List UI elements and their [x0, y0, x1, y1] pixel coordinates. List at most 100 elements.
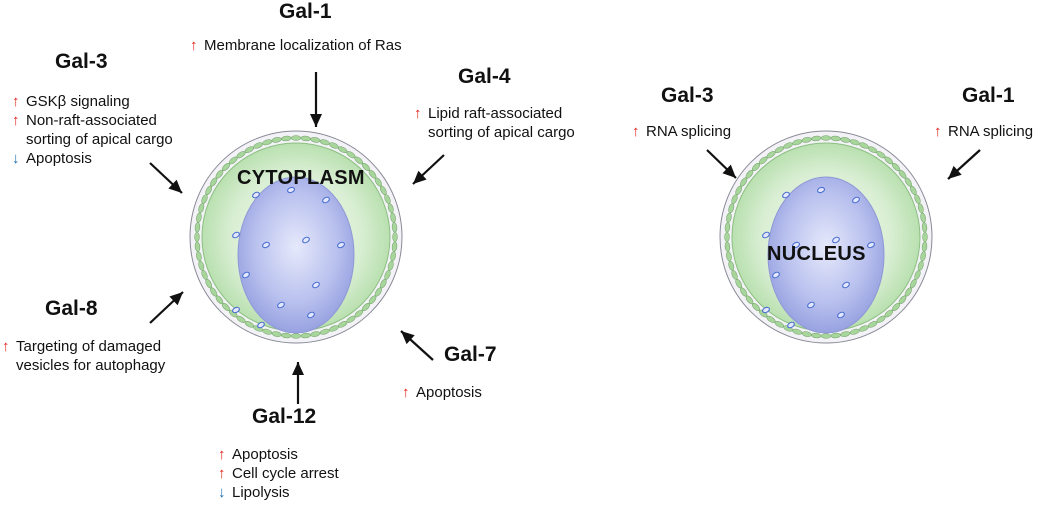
nucleus-cell — [719, 130, 933, 344]
gal3-label: Gal-3 — [55, 50, 108, 73]
arrowhead-icon — [168, 179, 182, 193]
nuclear-pore — [262, 241, 270, 249]
effect-row: ↑RNA splicing — [934, 122, 1033, 141]
nuclear-pore — [257, 321, 265, 329]
effect-text: Apoptosis — [26, 150, 92, 167]
gal4-label: Gal-4 — [458, 65, 511, 88]
effect-text: Targeting of damaged vesicles for autoph… — [16, 338, 166, 374]
effect-row: ↑ Apoptosis — [218, 445, 339, 464]
nuclear-pore — [842, 281, 850, 289]
arrowhead-icon — [169, 292, 183, 306]
effect-row: ↑ Targeting of damaged vesicles for autop… — [2, 337, 165, 375]
effect-text: GSKβ signaling — [26, 93, 130, 110]
nuclear-pore — [337, 241, 345, 249]
effect-text: Membrane localization of Ras — [204, 37, 402, 54]
nuclear-pore — [762, 231, 770, 239]
effect-text: Non-raft-associated sorting of apical ca… — [26, 112, 173, 148]
cytoplasm-label: CYTOPLASM — [237, 167, 365, 189]
arrowhead-icon — [292, 362, 304, 375]
nuclear-pore — [286, 186, 296, 194]
gal4-effects: ↑ Lipid raft-associated sorting of apical… — [414, 104, 575, 142]
nuclear-pore — [772, 271, 780, 279]
nuclear-pore — [232, 306, 240, 314]
effect-row: ↑ Non-raft-associated sorting of apical c… — [12, 111, 173, 149]
decrease-arrow-icon: ↓ — [12, 150, 20, 167]
arrowhead-icon — [948, 165, 962, 179]
lipid-bilayer-unit — [820, 135, 832, 141]
lipid-bilayer-unit — [391, 222, 398, 233]
effect-row: ↓ Apoptosis — [12, 149, 173, 168]
nucleus-gal1-effects: ↑RNA splicing — [934, 122, 1033, 141]
gal1-label: Gal-1 — [279, 0, 332, 23]
effect-text: Apoptosis — [232, 446, 298, 463]
gal8-effects: ↑ Targeting of damaged vesicles for autop… — [2, 337, 165, 375]
effect-text: RNA splicing — [646, 123, 732, 140]
nuclear-pore — [787, 321, 795, 329]
nuclear-pore — [837, 311, 845, 319]
lipid-bilayer-unit — [392, 231, 398, 243]
decrease-arrow-icon: ↓ — [218, 484, 226, 501]
nuclear-pore — [242, 271, 250, 279]
increase-arrow-icon: ↑ — [632, 123, 640, 140]
arrowhead-icon — [413, 170, 427, 184]
lipid-bilayer-unit — [194, 231, 200, 243]
nuclear-pore — [807, 301, 815, 309]
nucleus-gal3-effects: ↑ RNA splicing — [632, 122, 731, 141]
effect-row: ↓ Lipolysis — [218, 483, 339, 502]
arrowhead-icon — [401, 331, 415, 345]
lipid-bilayer-unit — [820, 333, 832, 339]
effect-row: ↑ Apoptosis — [402, 383, 482, 402]
cytoplasm-cell — [189, 130, 403, 344]
effect-row: ↑ Cell cycle arrest — [218, 464, 339, 483]
effect-row: ↑ RNA splicing — [632, 122, 731, 141]
lipid-bilayer-unit — [290, 333, 302, 339]
nuclear-pore — [312, 281, 320, 289]
nuclear-pore — [302, 236, 310, 244]
gal7-label: Gal-7 — [444, 343, 497, 366]
nuclear-pore — [852, 196, 860, 204]
lipid-bilayer-unit — [921, 222, 928, 233]
nucleus-body — [767, 176, 885, 334]
arrowhead-icon — [722, 164, 736, 178]
gal12-label: Gal-12 — [252, 405, 317, 428]
increase-arrow-icon: ↑ — [934, 123, 942, 140]
interaction-arrows — [149, 72, 981, 404]
arrowhead-icon — [310, 114, 322, 127]
nuclear-pore — [792, 241, 800, 249]
increase-arrow-icon: ↑ — [218, 465, 226, 482]
nuclear-pore — [307, 311, 315, 319]
nucleus-label: NUCLEUS — [767, 243, 866, 265]
increase-arrow-icon: ↑ — [414, 105, 422, 122]
effect-row: ↑ Lipid raft-associated sorting of apical… — [414, 104, 575, 142]
nuclear-pore — [322, 196, 330, 204]
effect-text: Lipolysis — [232, 484, 290, 501]
effect-text: Cell cycle arrest — [232, 465, 339, 482]
effect-row: ↑ Membrane localization of Ras — [190, 36, 402, 55]
gal3-effects: ↑ GSKβ signaling ↑ Non-raft-associated sort… — [12, 92, 173, 168]
nuclear-pore — [252, 191, 260, 199]
gal1-effects: ↑ Membrane localization of Ras — [190, 36, 402, 55]
lipid-bilayer-unit — [290, 135, 302, 141]
increase-arrow-icon: ↑ — [2, 338, 10, 355]
nucleus-gal3-label: Gal-3 — [661, 84, 714, 107]
nucleus-body — [237, 176, 355, 334]
nuclear-pore — [867, 241, 875, 249]
effect-row: ↑ GSKβ signaling — [12, 92, 173, 111]
increase-arrow-icon: ↑ — [402, 384, 410, 401]
gal7-effects: ↑ Apoptosis — [402, 383, 482, 402]
effect-text: Lipid raft-associated sorting of apical … — [428, 105, 575, 141]
effect-text: Apoptosis — [416, 384, 482, 401]
increase-arrow-icon: ↑ — [190, 37, 198, 54]
lipid-bilayer-unit — [922, 231, 928, 243]
nucleus-gal1-label: Gal-1 — [962, 84, 1015, 107]
increase-arrow-icon: ↑ — [12, 93, 20, 110]
nuclear-pore — [816, 186, 826, 194]
lipid-bilayer-unit — [724, 231, 730, 243]
increase-arrow-icon: ↑ — [218, 446, 226, 463]
nuclear-pore — [782, 191, 790, 199]
nuclear-pore — [832, 236, 840, 244]
gal12-effects: ↑ Apoptosis ↑ Cell cycle arrest ↓ Lipolysis — [218, 445, 339, 502]
increase-arrow-icon: ↑ — [12, 112, 20, 129]
